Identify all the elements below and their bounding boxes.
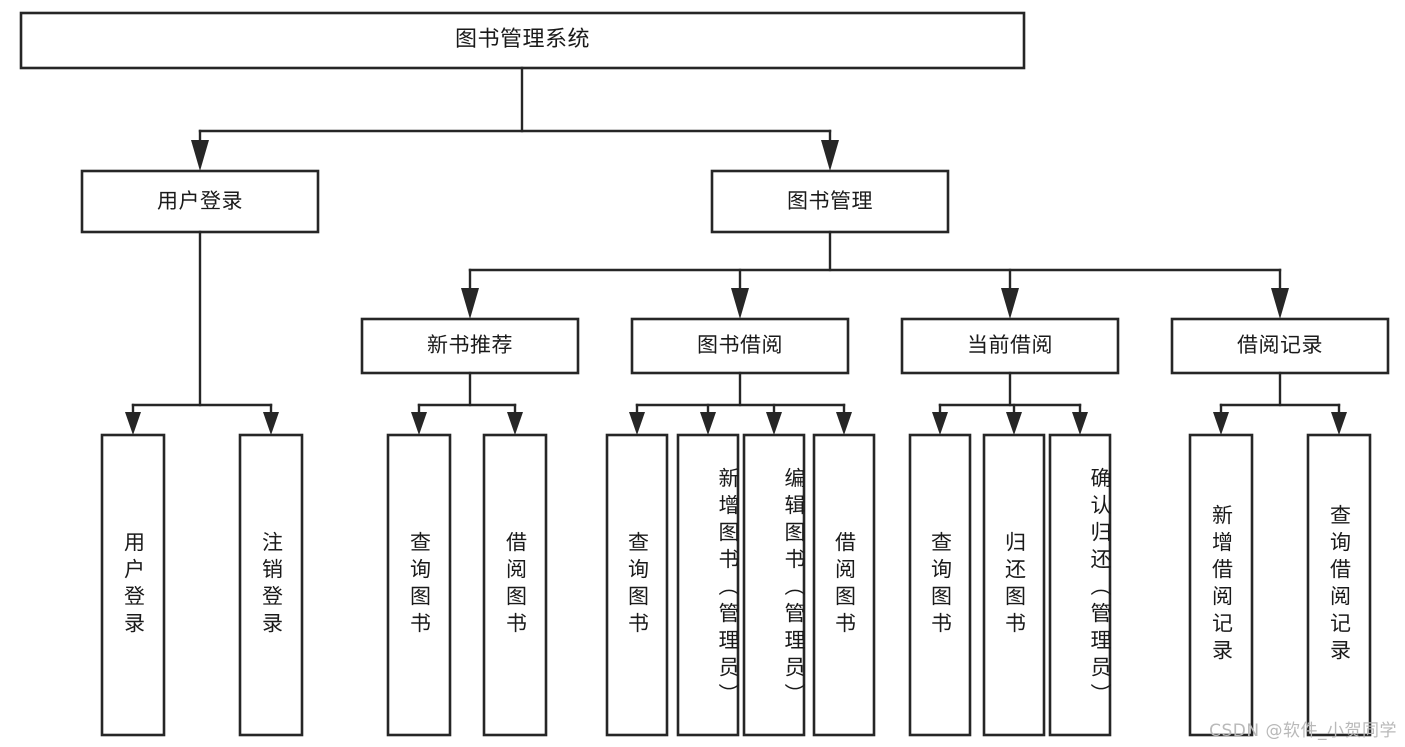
node-box-leaf-query-record[interactable] [1306, 433, 1372, 737]
node-box-leaf-add-book[interactable] [676, 433, 740, 737]
node-box-leaf-query-book-1[interactable] [386, 433, 452, 737]
node-box-leaf-borrow-book-1[interactable] [482, 433, 548, 737]
node-box-book-borrow[interactable] [630, 317, 850, 375]
edge-borrow-record-to-leaves [1213, 371, 1347, 435]
node-box-leaf-confirm-return[interactable] [1048, 433, 1112, 737]
edge-book-borrow-to-leaves [629, 371, 852, 435]
node-box-borrow-record[interactable] [1170, 317, 1390, 375]
edge-current-borrow-to-leaves [932, 371, 1088, 435]
node-box-current-borrow[interactable] [900, 317, 1120, 375]
edge-book-manage-to-level3 [461, 230, 1289, 319]
edge-root-to-level2 [191, 66, 839, 171]
node-box-leaf-query-book-3[interactable] [908, 433, 972, 737]
node-box-leaf-query-book-2[interactable] [605, 433, 669, 737]
node-box-root[interactable] [19, 11, 1026, 70]
edge-new-book-rec-to-leaves [411, 371, 523, 435]
node-box-leaf-edit-book[interactable] [742, 433, 806, 737]
node-box-leaf-borrow-book-2[interactable] [812, 433, 876, 737]
edge-user-login-to-leaves [125, 230, 279, 435]
node-box-user-login[interactable] [80, 169, 320, 234]
node-box-leaf-add-record[interactable] [1188, 433, 1254, 737]
node-box-book-manage[interactable] [710, 169, 950, 234]
node-box-new-book-rec[interactable] [360, 317, 580, 375]
node-box-leaf-user-login[interactable] [100, 433, 166, 737]
node-box-leaf-return-book[interactable] [982, 433, 1046, 737]
node-box-leaf-logout[interactable] [238, 433, 304, 737]
